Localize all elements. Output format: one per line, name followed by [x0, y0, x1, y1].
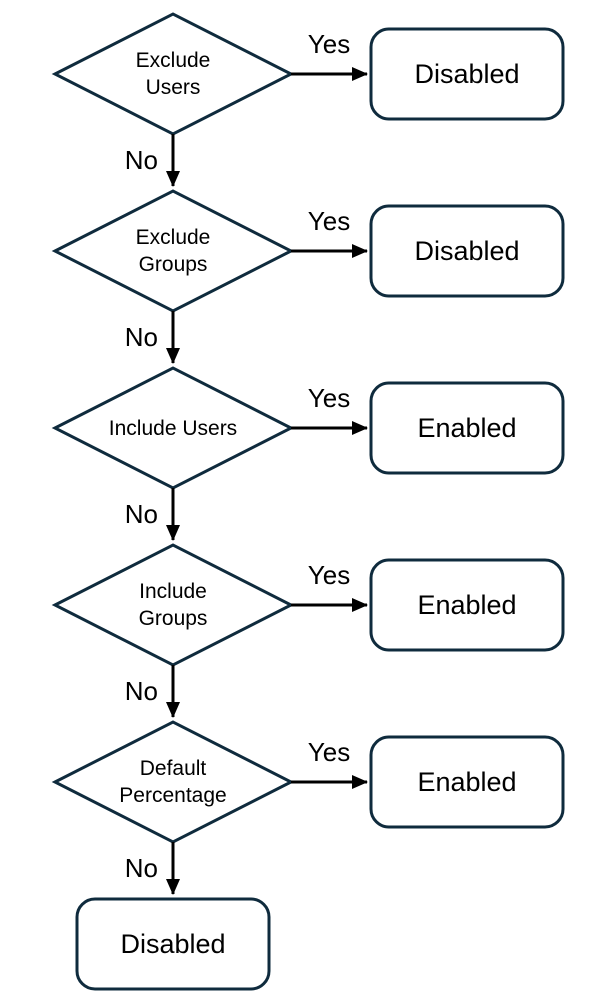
result-box-final-disabled	[75, 897, 271, 991]
yes-edge-label: Yes	[307, 737, 351, 767]
result-label-enabled-3: Enabled	[417, 766, 517, 797]
condition-label-default-percentage: Default Percentage	[119, 757, 227, 807]
no-edge-label: No	[124, 853, 158, 883]
result-label-disabled-2: Disabled	[414, 235, 520, 266]
result-label-enabled-1: Enabled	[417, 412, 517, 443]
result-label-final-disabled: Disabled	[120, 928, 226, 959]
yes-edge-label: Yes	[307, 560, 351, 590]
no-edge-label: No	[124, 145, 158, 175]
no-edge-label: No	[124, 499, 158, 529]
condition-label-include-users: Include Users	[108, 416, 238, 440]
condition-label-exclude-users: Exclude Users	[135, 49, 211, 99]
result-label-enabled-2: Enabled	[417, 589, 517, 620]
yes-edge-label: Yes	[307, 206, 351, 236]
result-box-enabled-1	[369, 381, 565, 475]
no-edge-label: No	[124, 676, 158, 706]
result-box-disabled-1	[369, 27, 565, 121]
no-edge-label: No	[124, 322, 158, 352]
yes-edge-label: Yes	[307, 29, 351, 59]
result-box-disabled-2	[369, 204, 565, 298]
yes-edge-label: Yes	[307, 383, 351, 413]
result-box-enabled-3	[369, 735, 565, 829]
condition-label-exclude-groups: Exclude Groups	[135, 226, 211, 276]
result-label-disabled-1: Disabled	[414, 58, 520, 89]
condition-label-include-groups: Include Groups	[138, 580, 208, 630]
result-box-enabled-2	[369, 558, 565, 652]
